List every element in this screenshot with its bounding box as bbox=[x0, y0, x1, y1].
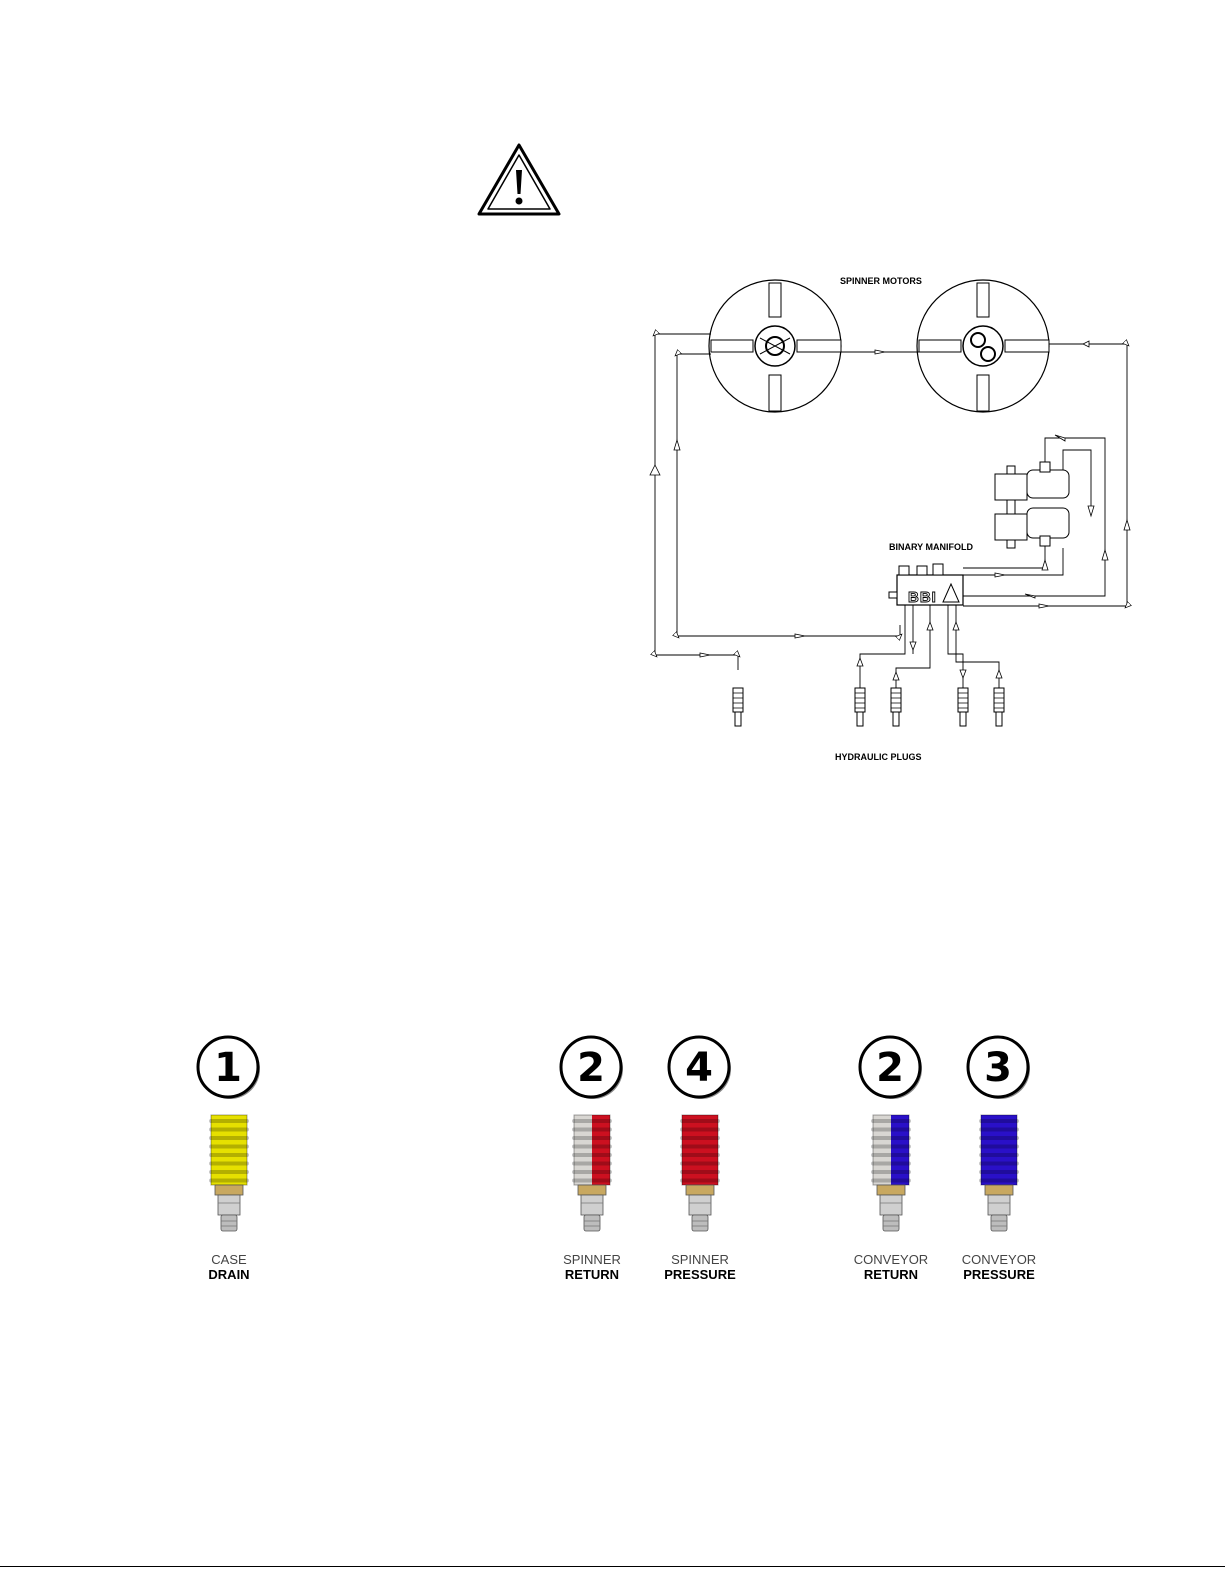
schematic-plug-2 bbox=[855, 688, 865, 726]
schematic-plug-1 bbox=[733, 688, 743, 726]
plug-caption-line1: CONVEYOR bbox=[836, 1252, 946, 1267]
hydraulic-plugs-label: HYDRAULIC PLUGS bbox=[835, 752, 922, 762]
binary-manifold-label: BINARY MANIFOLD bbox=[889, 542, 973, 552]
plug-caption-line1: CONVEYOR bbox=[944, 1252, 1054, 1267]
plug-caption-line2: PRESSURE bbox=[645, 1267, 755, 1282]
footer-rule bbox=[0, 1566, 1225, 1567]
plug-caption-line2: PRESSURE bbox=[944, 1267, 1054, 1282]
plug-caption-line2: DRAIN bbox=[174, 1267, 284, 1282]
hydraulic-plug-icon bbox=[207, 1111, 251, 1236]
plug-number-badge: 1 bbox=[196, 1035, 262, 1101]
plug-number: 4 bbox=[685, 1045, 713, 1091]
plug-number: 1 bbox=[214, 1045, 242, 1091]
plug-caption-line1: SPINNER bbox=[537, 1252, 647, 1267]
warning-triangle-icon bbox=[476, 142, 562, 218]
plug-caption-line1: SPINNER bbox=[645, 1252, 755, 1267]
schematic-plug-5 bbox=[994, 688, 1004, 726]
binary-manifold: BBI bbox=[889, 564, 963, 606]
spinner-motors-label: SPINNER MOTORS bbox=[840, 276, 922, 286]
schematic-plug-3 bbox=[891, 688, 901, 726]
plug-number-badge: 3 bbox=[966, 1035, 1032, 1101]
plug-number-badge: 2 bbox=[559, 1035, 625, 1101]
plug-number-badge: 2 bbox=[858, 1035, 924, 1101]
hydraulic-plug-icon bbox=[977, 1111, 1021, 1236]
spinner-motor-left bbox=[709, 280, 841, 412]
plug-number: 3 bbox=[984, 1045, 1012, 1091]
plug-number: 2 bbox=[876, 1045, 904, 1091]
manifold-brand-text: BBI bbox=[908, 589, 937, 606]
hydraulic-plug-icon bbox=[869, 1111, 913, 1236]
spinner-motor-right bbox=[917, 280, 1049, 412]
schematic-plug-4 bbox=[958, 688, 968, 726]
hydraulic-plug-icon bbox=[570, 1111, 614, 1236]
plug-caption-line2: RETURN bbox=[537, 1267, 647, 1282]
plug-number-badge: 4 bbox=[667, 1035, 733, 1101]
plug-caption-line2: RETURN bbox=[836, 1267, 946, 1282]
plug-number: 2 bbox=[577, 1045, 605, 1091]
plug-caption-line1: CASE bbox=[174, 1252, 284, 1267]
hydraulic-plug-icon bbox=[678, 1111, 722, 1236]
hydraulic-schematic: SPINNER MOTORS bbox=[645, 270, 1145, 770]
conveyor-motor bbox=[995, 462, 1069, 548]
